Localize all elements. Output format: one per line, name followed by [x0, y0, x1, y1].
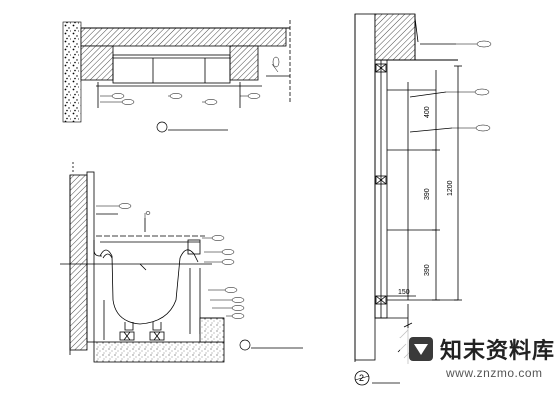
watermark-logo-icon	[409, 337, 433, 361]
dim-1200: 1200	[447, 180, 454, 196]
plan-detail	[62, 20, 291, 123]
watermark-url: www.znzmo.com	[446, 366, 543, 380]
section-number: 2	[359, 373, 364, 383]
plan-title-block	[156, 121, 228, 133]
wall-section	[354, 13, 462, 364]
section-title-block: 2	[354, 370, 400, 386]
dim-400: 400	[424, 106, 431, 118]
dim-390-lower: 390	[424, 264, 431, 276]
dim-390-upper: 390	[424, 188, 431, 200]
dim-150: 150	[398, 289, 410, 296]
detail-title-block	[239, 339, 303, 351]
plan-callout-markers	[100, 56, 280, 105]
wall-callout-markers	[446, 40, 492, 132]
watermark-name: 知末资料库	[440, 339, 556, 364]
bathtub-section	[60, 162, 225, 363]
bathtub-callout-markers	[96, 203, 245, 319]
